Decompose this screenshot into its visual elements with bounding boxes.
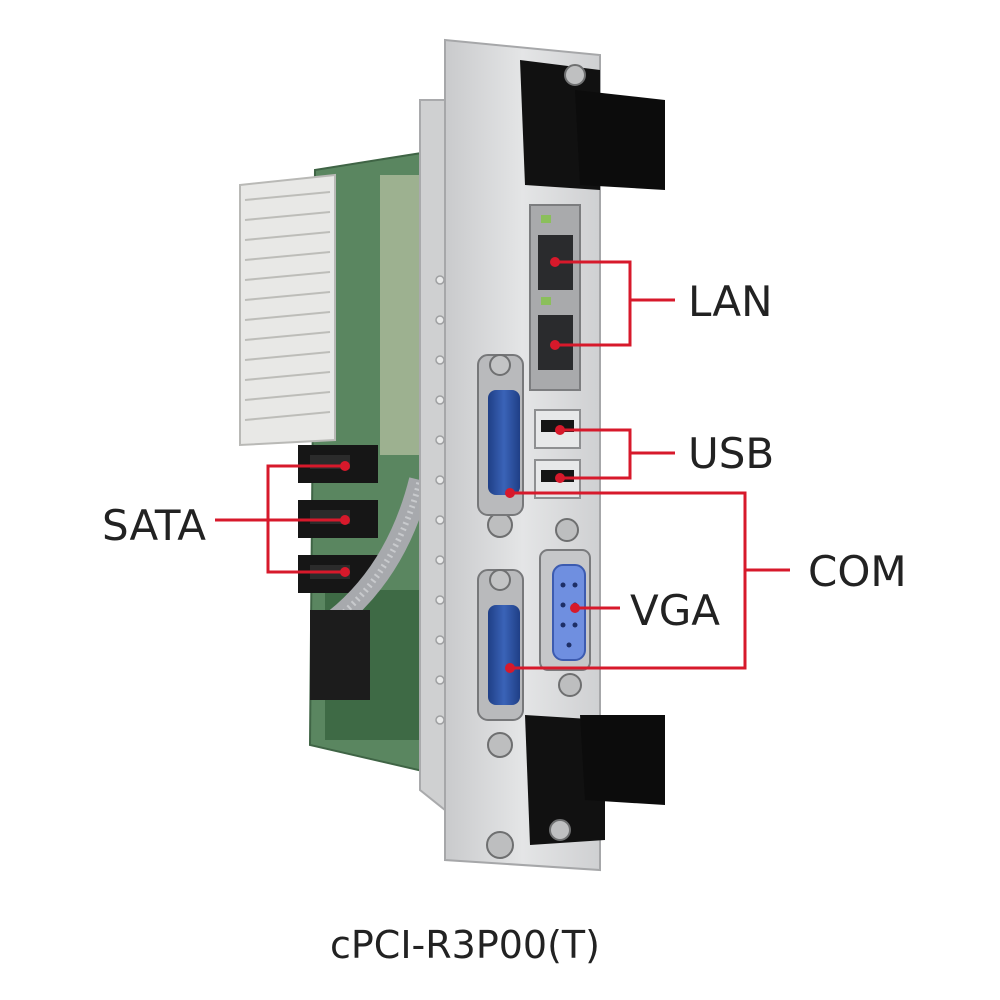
vga-label: VGA [630, 586, 720, 635]
product-caption: cPCI-R3P00(T) [330, 923, 600, 967]
card-rail [419, 99, 446, 813]
panel-screws [486, 512, 582, 859]
com-port-upper [477, 354, 524, 516]
callout-lines [215, 260, 790, 670]
vga-port [539, 549, 591, 671]
lan-callout-line [555, 260, 632, 347]
lan-ports [529, 204, 581, 391]
callout-dots [340, 257, 580, 673]
usb-label: USB [688, 429, 774, 478]
com-port-lower [477, 569, 524, 721]
com-callout-line [510, 491, 747, 670]
sata-label: SATA [102, 501, 206, 550]
bottom-ejector-handle [525, 715, 665, 845]
com-label: COM [808, 547, 907, 596]
ribbon-cable [310, 477, 431, 700]
top-ejector-handle [520, 60, 665, 190]
sata-connectors [298, 445, 378, 593]
lan-label: LAN [688, 277, 773, 326]
backplane-connector [239, 173, 336, 447]
